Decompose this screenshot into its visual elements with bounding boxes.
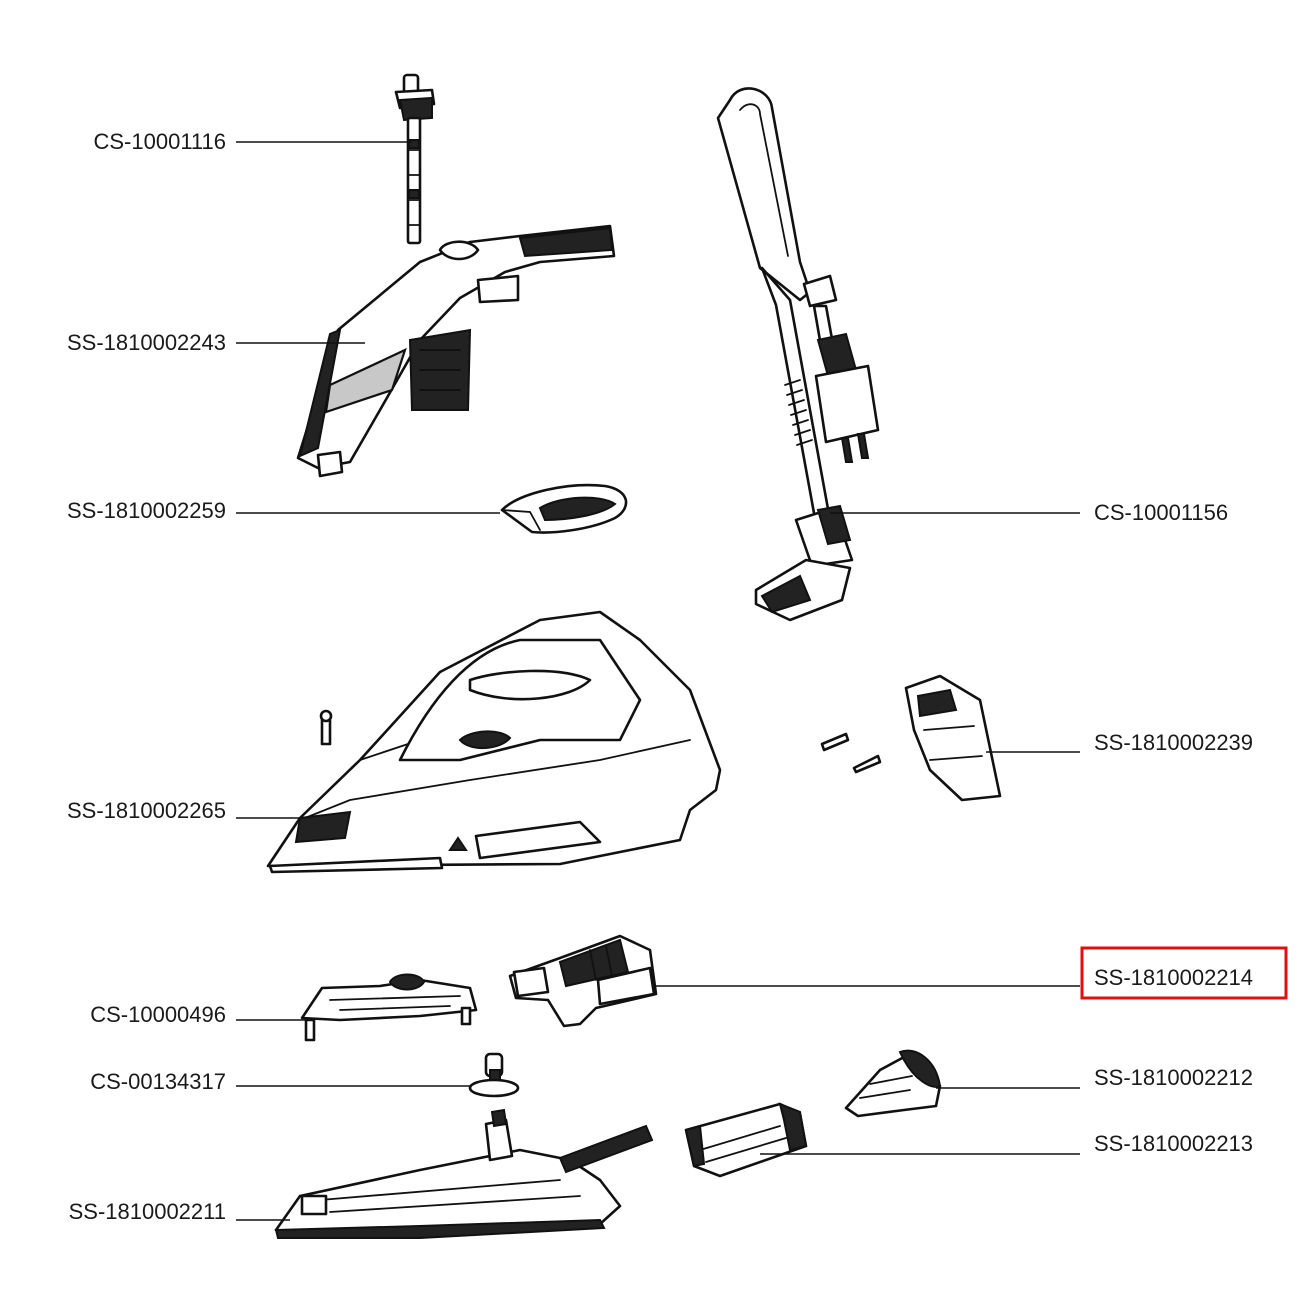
label-ss-1810002243[interactable]: SS-1810002243 (67, 330, 226, 355)
part-ss-1810002239-drawing[interactable] (820, 674, 1002, 802)
label-cs-10001156[interactable]: CS-10001156 (1094, 500, 1228, 525)
part-ss-1810002211-drawing[interactable] (274, 1108, 654, 1239)
label-ss-1810002239[interactable]: SS-1810002239 (1094, 730, 1253, 755)
label-cs-10000496[interactable]: CS-10000496 (90, 1002, 226, 1027)
label-ss-1810002211[interactable]: SS-1810002211 (69, 1199, 226, 1224)
part-ss-1810002212-drawing[interactable] (844, 1049, 942, 1118)
part-ss-1810002214-drawing[interactable] (508, 934, 658, 1028)
highlight-box (1080, 946, 1288, 1000)
label-ss-1810002259[interactable]: SS-1810002259 (67, 498, 226, 523)
label-ss-1810002213[interactable]: SS-1810002213 (1094, 1131, 1253, 1156)
part-ss-1810002213-drawing[interactable] (684, 1102, 808, 1178)
leader-lines (236, 141, 1080, 1221)
part-cs-00134317-drawing[interactable] (468, 1052, 520, 1098)
part-cs-10001156-drawing[interactable] (716, 87, 880, 622)
label-cs-10001116[interactable]: CS-10001116 (93, 129, 226, 154)
part-ss-1810002265-drawing[interactable] (266, 610, 722, 874)
label-ss-1810002212[interactable]: SS-1810002212 (1094, 1065, 1253, 1090)
part-cs-10001116-drawing[interactable] (394, 73, 436, 245)
part-ss-1810002259-drawing[interactable] (500, 483, 628, 534)
label-ss-1810002214[interactable]: SS-1810002214 (1094, 965, 1253, 990)
part-ss-1810002243-drawing[interactable] (296, 224, 616, 478)
label-ss-1810002265[interactable]: SS-1810002265 (67, 798, 226, 823)
part-cs-10000496-drawing[interactable] (300, 973, 478, 1042)
label-cs-00134317[interactable]: CS-00134317 (90, 1069, 226, 1094)
